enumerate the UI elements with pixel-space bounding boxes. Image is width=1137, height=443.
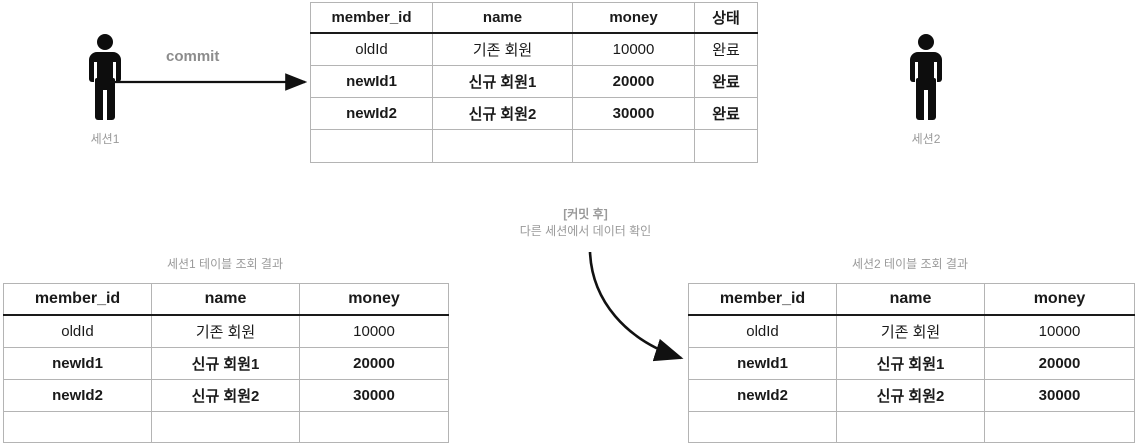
table-row: oldId 기존 회원 10000: [688, 314, 1135, 348]
cell-money: 20000: [572, 65, 695, 98]
column-header-name: name: [432, 2, 573, 34]
cell-empty: [310, 129, 433, 163]
cell-status: 완료: [694, 32, 758, 66]
person-leg-gap: [924, 90, 928, 120]
session1-label: 세션1: [90, 132, 120, 146]
column-header-member-id: member_id: [310, 2, 433, 34]
table-row: newId2 신규 회원2 30000: [688, 379, 1135, 412]
cell-member-id: newId1: [3, 347, 152, 380]
cell-status: 완료: [694, 97, 758, 130]
read-arrow: [588, 251, 684, 362]
cell-member-id: oldId: [688, 314, 837, 348]
cell-money: 30000: [299, 379, 449, 412]
table-row: newId2 신규 회원2 30000: [3, 379, 449, 412]
table-empty-row: [688, 411, 1135, 443]
column-header-name: name: [836, 283, 985, 316]
cell-member-id: newId2: [310, 97, 433, 130]
cell-money: 20000: [984, 347, 1135, 380]
person-head: [918, 34, 934, 50]
person-icon-session1: [83, 34, 127, 120]
top-member-table: member_id name money 상태 oldId 기존 회원 1000…: [310, 2, 758, 163]
cell-name: 신규 회원1: [151, 347, 300, 380]
table-empty-row: [310, 129, 758, 163]
table-header-row: member_id name money: [688, 283, 1135, 316]
person-head: [97, 34, 113, 50]
cell-member-id: newId2: [688, 379, 837, 412]
cell-empty: [432, 129, 573, 163]
cell-name: 기존 회원: [836, 314, 985, 348]
column-header-member-id: member_id: [3, 283, 152, 316]
cell-status: 완료: [694, 65, 758, 98]
table-row: newId1 신규 회원1 20000 완료: [310, 65, 758, 98]
cell-money: 10000: [299, 314, 449, 348]
cell-member-id: oldId: [310, 32, 433, 66]
person-arm-gap-right: [113, 62, 116, 84]
person-arm-gap-left: [94, 62, 97, 84]
cell-money: 30000: [572, 97, 695, 130]
column-header-status: 상태: [694, 2, 758, 34]
session2-result-table: member_id name money oldId 기존 회원 10000 n…: [688, 283, 1135, 443]
column-header-money: money: [984, 283, 1135, 316]
cell-empty: [3, 411, 152, 443]
session1-result-caption: 세션1 테이블 조회 결과: [166, 257, 284, 271]
column-header-member-id: member_id: [688, 283, 837, 316]
person-icon-session2: [904, 34, 948, 120]
cell-name: 신규 회원1: [432, 65, 573, 98]
session2-result-caption: 세션2 테이블 조회 결과: [851, 257, 969, 271]
center-annotation-line2: 다른 세션에서 데이터 확인: [519, 224, 652, 239]
cell-empty: [984, 411, 1135, 443]
cell-empty: [151, 411, 300, 443]
table-empty-row: [3, 411, 449, 443]
cell-empty: [836, 411, 985, 443]
cell-name: 신규 회원2: [151, 379, 300, 412]
table-row: newId1 신규 회원1 20000: [688, 347, 1135, 380]
center-annotation: [커밋 후] 다른 세션에서 데이터 확인: [483, 206, 688, 241]
person-leg-gap: [103, 90, 107, 120]
table-row: oldId 기존 회원 10000: [3, 314, 449, 348]
cell-name: 신규 회원2: [836, 379, 985, 412]
session2-label: 세션2: [911, 132, 941, 146]
cell-member-id: oldId: [3, 314, 152, 348]
cell-empty: [572, 129, 695, 163]
cell-member-id: newId1: [688, 347, 837, 380]
session1-result-table: member_id name money oldId 기존 회원 10000 n…: [3, 283, 449, 443]
column-header-name: name: [151, 283, 300, 316]
column-header-money: money: [299, 283, 449, 316]
cell-name: 신규 회원1: [836, 347, 985, 380]
center-annotation-line1: [커밋 후]: [563, 207, 608, 221]
table-row: newId2 신규 회원2 30000 완료: [310, 97, 758, 130]
person-arm-gap-right: [934, 62, 937, 84]
cell-member-id: newId1: [310, 65, 433, 98]
cell-name: 기존 회원: [151, 314, 300, 348]
table-header-row: member_id name money: [3, 283, 449, 316]
table-header-row: member_id name money 상태: [310, 2, 758, 34]
column-header-money: money: [572, 2, 695, 34]
cell-name: 신규 회원2: [432, 97, 573, 130]
table-row: newId1 신규 회원1 20000: [3, 347, 449, 380]
cell-money: 20000: [299, 347, 449, 380]
cell-name: 기존 회원: [432, 32, 573, 66]
person-arm-gap-left: [915, 62, 918, 84]
cell-empty: [694, 129, 758, 163]
commit-arrow-label: commit: [166, 48, 220, 65]
cell-empty: [688, 411, 837, 443]
table-row: oldId 기존 회원 10000 완료: [310, 32, 758, 66]
cell-member-id: newId2: [3, 379, 152, 412]
cell-money: 30000: [984, 379, 1135, 412]
cell-money: 10000: [572, 32, 695, 66]
cell-money: 10000: [984, 314, 1135, 348]
cell-empty: [299, 411, 449, 443]
